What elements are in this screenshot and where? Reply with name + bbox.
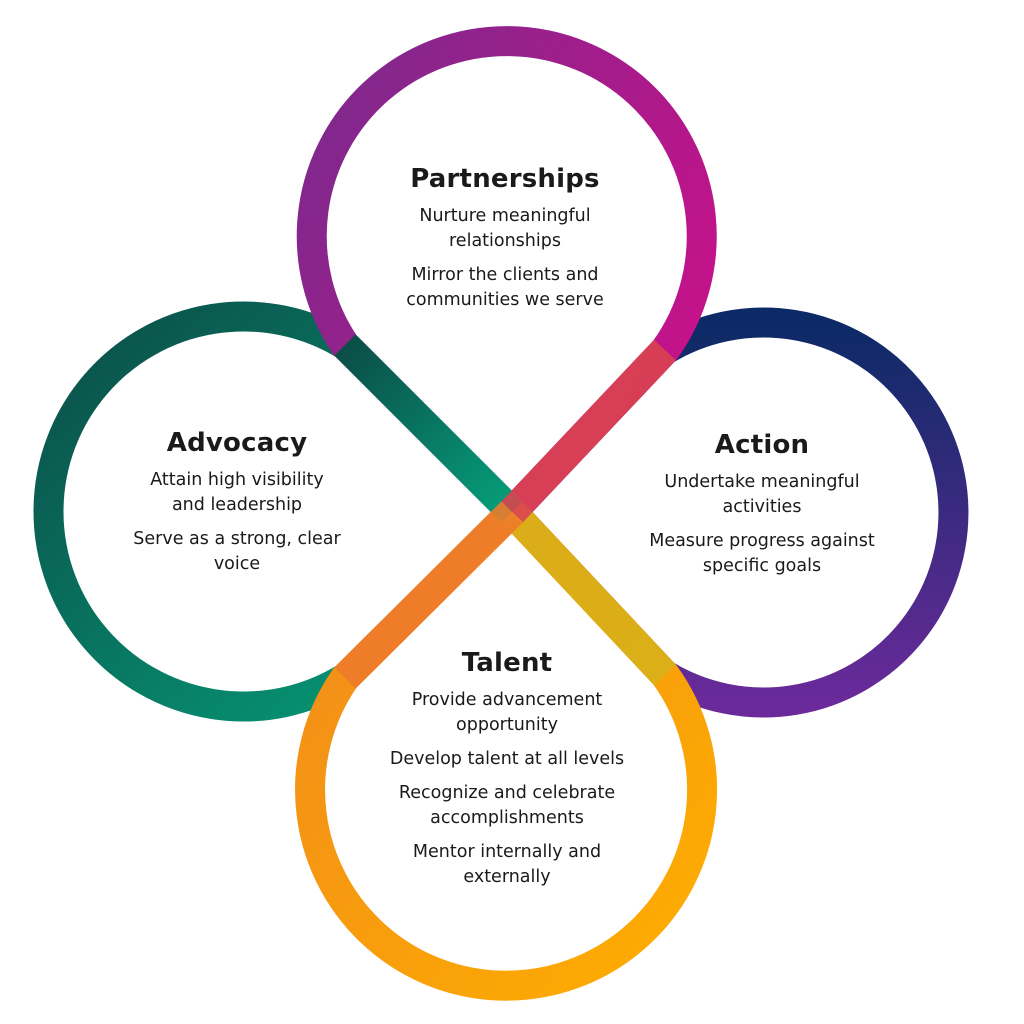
- talent-line-2: Develop talent at all levels: [389, 749, 625, 769]
- partnerships-title: Partnerships: [410, 164, 600, 194]
- talent-petal: Talent Provide advancement opportunity D…: [378, 648, 636, 899]
- advocacy-crossing-band: [334, 334, 523, 523]
- partnerships-crossing-band: [501, 339, 676, 523]
- partnerships-petal: Partnerships Nurture meaningful relation…: [374, 164, 636, 322]
- partnerships-line-2: Mirror the clients and communities we se…: [406, 265, 604, 310]
- advocacy-line-2: Serve as a strong, clear voice: [133, 529, 341, 574]
- talent-left-crossing-band: [334, 501, 523, 689]
- action-line-2: Measure progress against specific goals: [649, 531, 875, 576]
- advocacy-title: Advocacy: [166, 428, 308, 458]
- action-title: Action: [714, 430, 810, 460]
- partnerships-line-1: Nurture meaningful relationships: [419, 206, 591, 251]
- talent-line-1: Provide advancement opportunity: [411, 690, 603, 735]
- action-petal: Action Undertake meaningful activities M…: [646, 430, 878, 588]
- talent-title: Talent: [461, 648, 553, 678]
- talent-line-3: Recognize and celebrate accomplishments: [398, 783, 616, 828]
- action-line-1: Undertake meaningful activities: [664, 472, 860, 517]
- advocacy-line-1: Attain high visibility and leadership: [150, 470, 324, 515]
- talent-line-4: Mentor internally and externally: [412, 842, 602, 887]
- action-loop: [501, 307, 969, 718]
- talent-crossing-band: [501, 501, 676, 686]
- advocacy-petal: Advocacy Attain high visibility and lead…: [132, 428, 342, 586]
